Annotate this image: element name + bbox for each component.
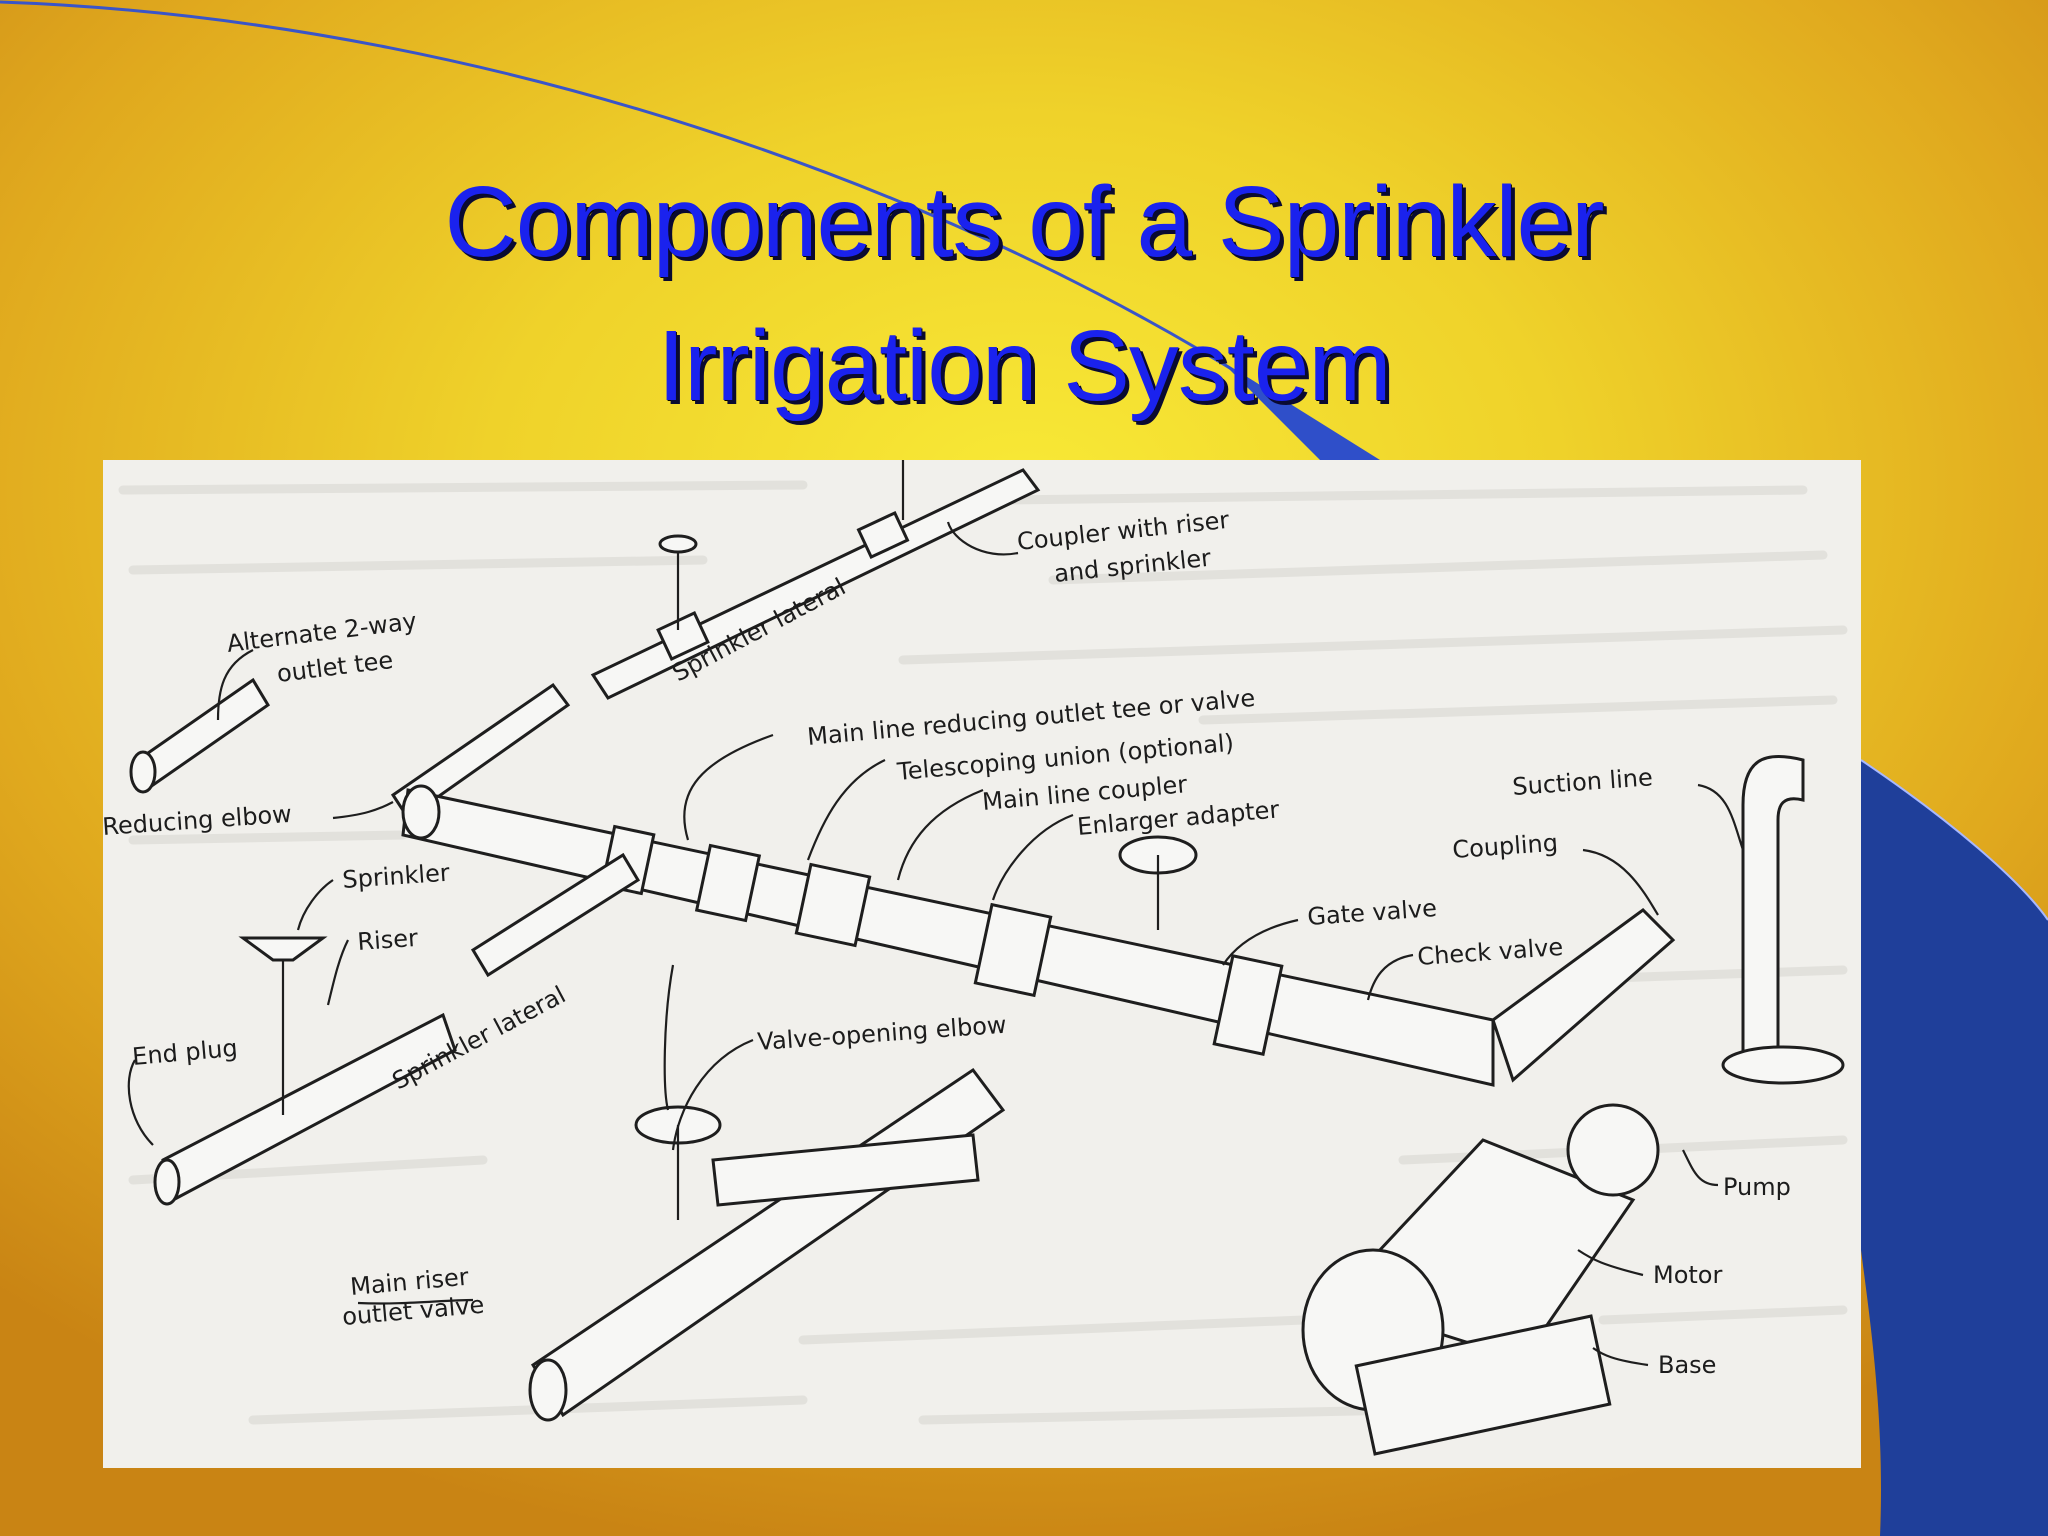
pump-outlet-pipe <box>1491 908 1676 1083</box>
lower-left-lateral-pipe <box>470 852 641 978</box>
blue-swoosh-wedge <box>1220 360 1380 470</box>
label-motor: Motor <box>1653 1261 1722 1289</box>
blue-swoosh-curve <box>0 0 1381 472</box>
sprinkler-system-diagram: Coupler with riser and sprinkler Alterna… <box>103 460 1861 1468</box>
pipe-network <box>129 460 1845 1456</box>
blue-corner-shape <box>1861 760 2048 1536</box>
top-coupler <box>856 510 910 560</box>
title-line-1: Components of a Sprinkler <box>444 166 1605 278</box>
label-riser: Riser <box>356 924 418 956</box>
diagram-drawing: Coupler with riser and sprinkler Alterna… <box>103 460 1861 1468</box>
leader-lines <box>127 521 1745 1367</box>
slide-title: Components of a Sprinkler Irrigation Sys… <box>0 150 2048 438</box>
title-line-2: Irrigation System <box>657 310 1391 422</box>
label-base: Base <box>1658 1351 1716 1379</box>
motor-base <box>1354 1314 1612 1456</box>
top-coupler-2 <box>656 611 710 661</box>
suction-line-pipe <box>1741 755 1805 1062</box>
label-pump: Pump <box>1723 1173 1791 1201</box>
